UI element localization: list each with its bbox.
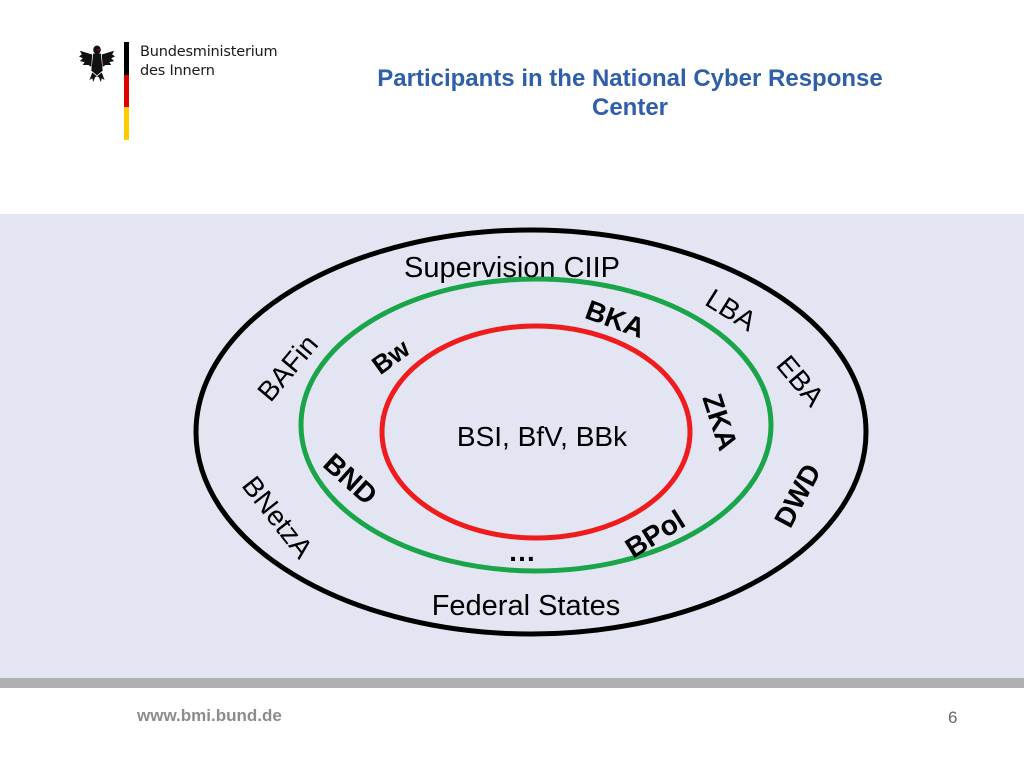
member-eba: EBA	[770, 349, 830, 412]
middle-ring	[298, 276, 774, 574]
supervision-ciip-label: Supervision CIIP	[404, 252, 620, 284]
slide-title-line2: Center	[591, 94, 669, 121]
member-bka: BKA	[581, 294, 649, 344]
federal-states-label: Federal States	[432, 590, 621, 622]
member-bnetza: BNetzA	[236, 470, 319, 564]
outer-ring	[193, 227, 869, 637]
member-ellipsis: …	[508, 536, 536, 567]
page-number: 6	[948, 708, 958, 727]
member-bnd: BND	[317, 447, 383, 511]
core-label: BSI, BfV, BBk	[457, 421, 628, 452]
inner-ring	[379, 323, 693, 541]
divider-rule	[0, 678, 1024, 688]
german-flag-stripe	[124, 42, 129, 140]
slide-title-line1: Participants in the National Cyber Respo…	[377, 65, 883, 92]
slide-title: Participants in the National Cyber Respo…	[320, 64, 940, 122]
member-bpol: BPol	[620, 504, 691, 564]
ministry-name-line2: des Innern	[140, 63, 215, 79]
member-zka: ZKA	[696, 390, 743, 454]
ministry-name-line1: Bundesministerium	[140, 44, 278, 60]
member-dwd: DWD	[768, 459, 827, 533]
federal-eagle-icon	[78, 45, 116, 83]
ministry-logo: Bundesministerium des Innern	[78, 42, 298, 142]
footer-url[interactable]: www.bmi.bund.de	[137, 706, 282, 725]
diagram-background	[0, 214, 1024, 678]
member-bafin: BAFin	[251, 329, 324, 407]
ministry-name: Bundesministerium des Innern	[140, 43, 278, 81]
